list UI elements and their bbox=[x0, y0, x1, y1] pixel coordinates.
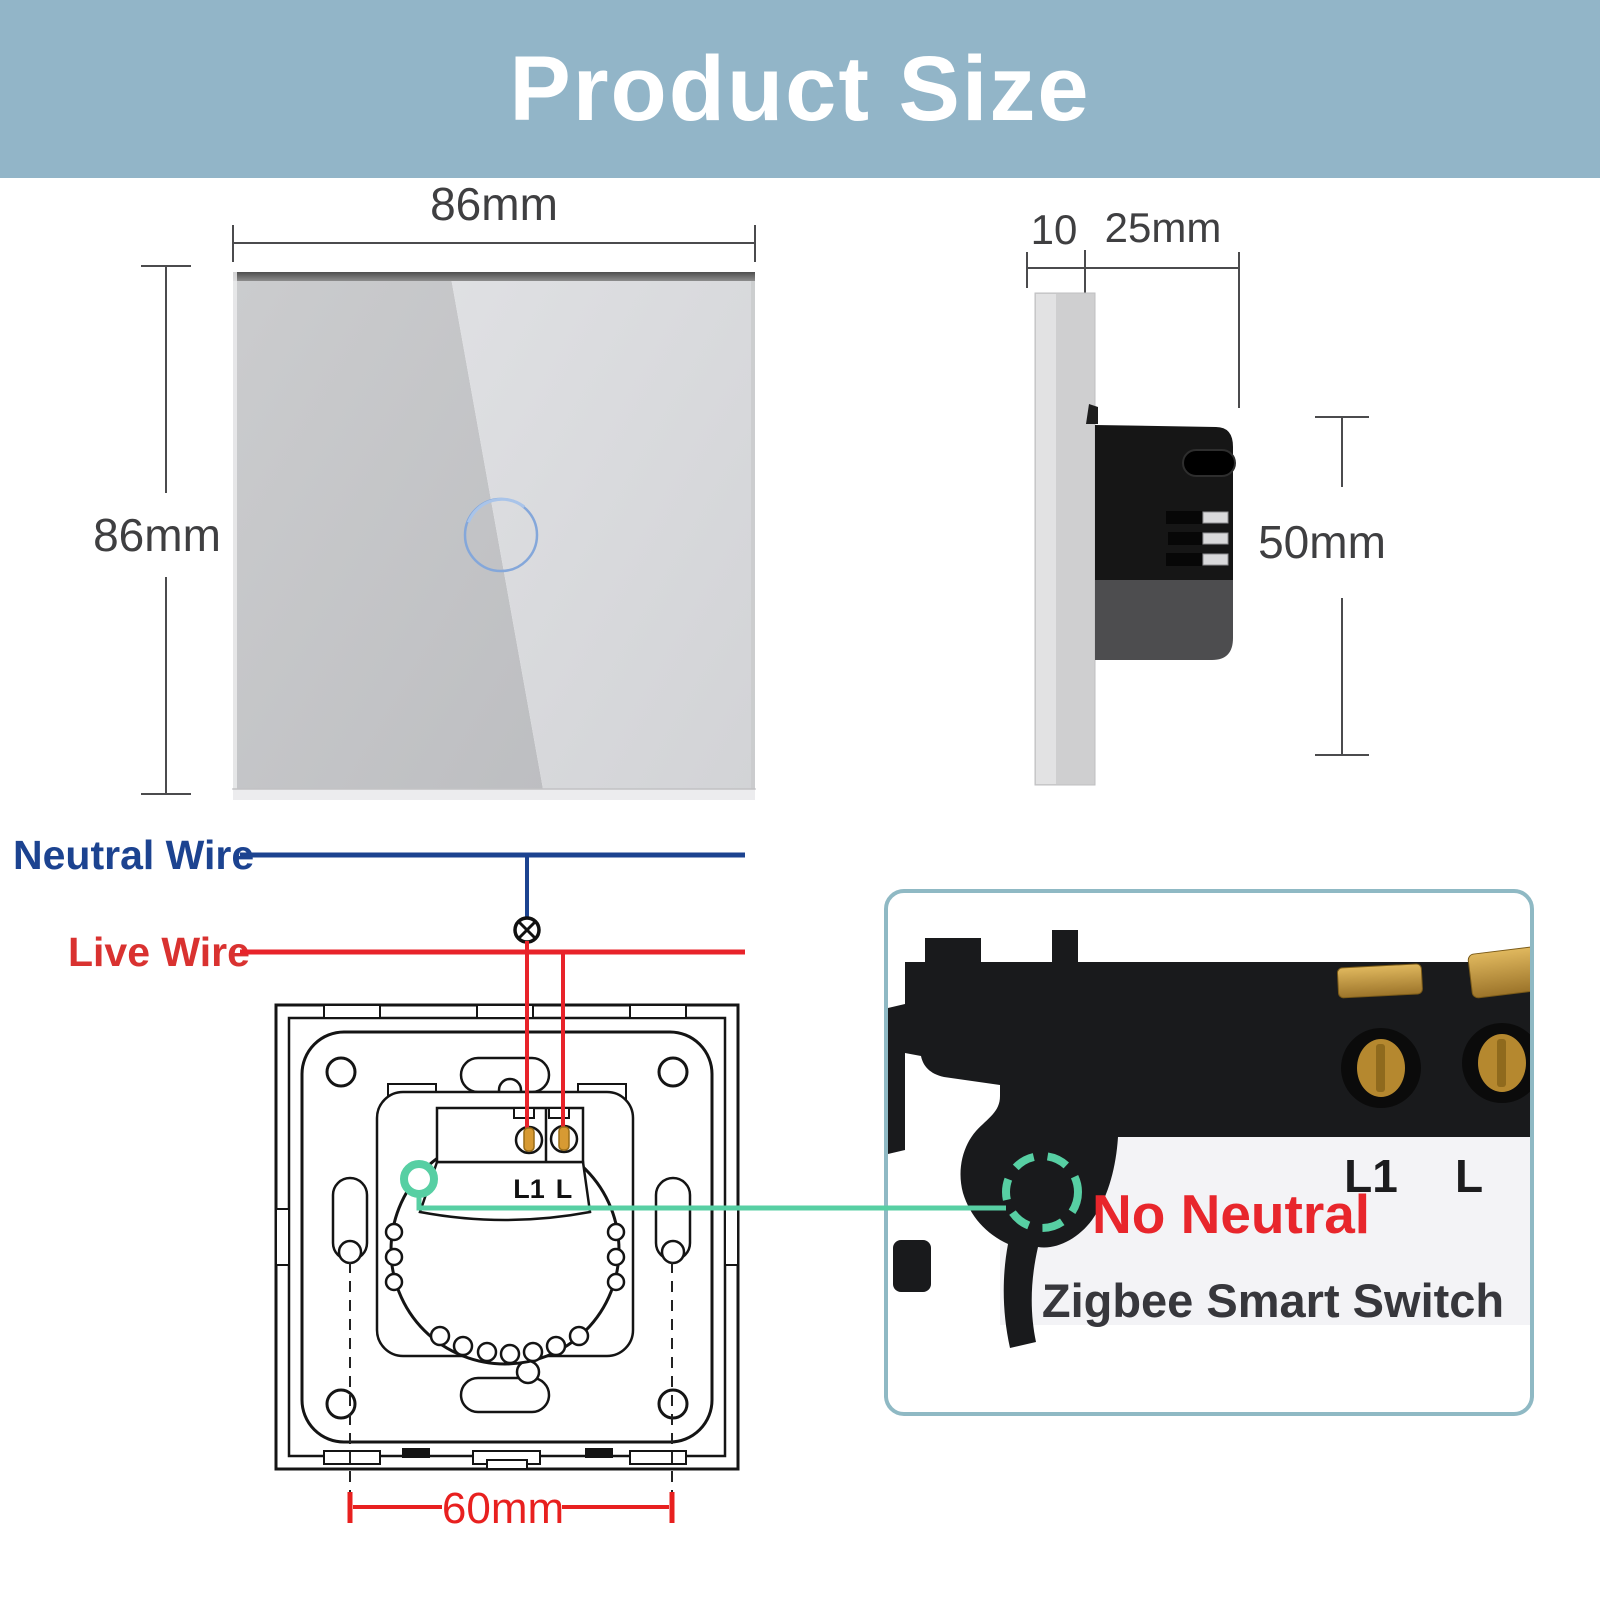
side-module-depth-label: 25mm bbox=[1105, 204, 1222, 251]
switch-mechanism bbox=[375, 1083, 635, 1366]
front-view: 86mm 86mm bbox=[93, 178, 756, 800]
live-wire-label: Live Wire bbox=[68, 929, 250, 975]
photo-inset: L1 L No Neutral Zigbee Smart Switch bbox=[884, 889, 1534, 1416]
front-width-label: 86mm bbox=[430, 178, 558, 230]
front-height-label: 86mm bbox=[93, 509, 221, 561]
terminal-screws bbox=[523, 1126, 570, 1152]
front-height-dimension bbox=[141, 265, 191, 795]
panel-bottom-edge bbox=[233, 789, 755, 800]
page-title: Product Size bbox=[509, 37, 1091, 140]
no-neutral-label: No Neutral bbox=[1092, 1183, 1370, 1245]
module-contact-pins bbox=[1202, 511, 1229, 566]
header-banner: Product Size bbox=[0, 0, 1600, 178]
side-depth-dimension bbox=[1026, 250, 1240, 408]
plate-terminal-l-label: L bbox=[556, 1174, 573, 1204]
side-height-dimension bbox=[1315, 416, 1369, 756]
side-panel-depth-label: 10 bbox=[1031, 206, 1078, 253]
module-vent-slits bbox=[1166, 511, 1202, 566]
switch-front-panel bbox=[232, 272, 756, 800]
touch-indicator-highlight bbox=[467, 497, 526, 523]
front-width-dimension bbox=[232, 225, 756, 262]
neutral-wire-label: Neutral Wire bbox=[13, 832, 254, 878]
plate-edge-tabs bbox=[275, 1004, 739, 1470]
side-module-height-label: 50mm bbox=[1258, 516, 1386, 568]
no-neutral-marker-icon bbox=[1002, 1152, 1082, 1232]
hole-spacing-dimension: 60mm bbox=[347, 1262, 675, 1533]
wiring-diagram: Neutral Wire Live Wire bbox=[13, 832, 745, 1533]
product-name-label: Zigbee Smart Switch bbox=[1042, 1274, 1504, 1327]
side-view: 10 25mm bbox=[1026, 204, 1386, 786]
mechanism-notches bbox=[384, 1222, 626, 1365]
switch-back-plate bbox=[274, 1003, 740, 1471]
side-panel-slab bbox=[1034, 292, 1096, 786]
no-neutral-connector bbox=[400, 1160, 1006, 1211]
side-recessed-module bbox=[1086, 404, 1236, 660]
inset-terminal-hardware bbox=[1336, 945, 1530, 1108]
no-neutral-port-icon bbox=[400, 1160, 438, 1198]
lamp-icon bbox=[513, 916, 541, 944]
inset-terminal-l1-label: L1 bbox=[1344, 1150, 1398, 1202]
hole-spacing-label: 60mm bbox=[442, 1484, 564, 1533]
inset-terminal-l-label: L bbox=[1455, 1150, 1483, 1202]
panel-top-edge bbox=[233, 272, 755, 281]
plate-terminal-l1-label: L1 bbox=[513, 1174, 545, 1204]
